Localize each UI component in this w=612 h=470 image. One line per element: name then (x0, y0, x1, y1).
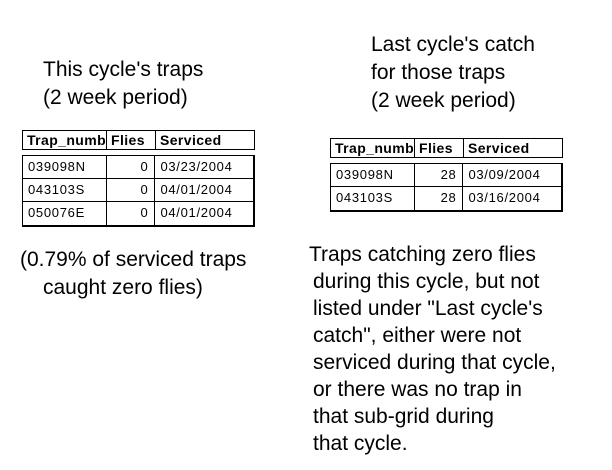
last-cycle-heading: Last cycle's catch for those traps (2 we… (371, 31, 535, 115)
explanation-line: or there was no trap in (313, 378, 522, 401)
column-header-trap-numb: Trap_numb (23, 131, 107, 149)
column-header-serviced: Serviced (160, 132, 222, 148)
zero-flies-percentage-line1: (0.79% of serviced traps (20, 248, 247, 271)
last-cycle-heading-line3: (2 week period) (371, 89, 516, 112)
trap-number-cell: 043103S (23, 179, 107, 201)
column-header-serviced: Serviced (468, 140, 530, 156)
this-cycle-table: Trap_numb Flies Serviced 039098N 0 03/23… (22, 130, 255, 227)
explanation-line: that sub-grid during (313, 405, 494, 428)
explanation-line: that cycle. (313, 432, 408, 455)
this-cycle-heading-line1: This cycle's traps (43, 58, 204, 81)
explanation-note: Traps catching zero flies during this cy… (309, 241, 556, 457)
trap-number-cell: 050076E (23, 202, 107, 225)
column-header-trap-numb: Trap_numb (331, 139, 415, 157)
explanation-line: catch", either were not (313, 324, 522, 347)
flies-cell: 0 (107, 156, 156, 178)
table-row: 043103S 28 03/16/2004 (331, 187, 561, 210)
this-cycle-heading-line2: (2 week period) (43, 86, 188, 109)
zero-flies-percentage-note: (0.79% of serviced traps caught zero fli… (20, 246, 246, 302)
table-row: 043103S 0 04/01/2004 (23, 179, 253, 202)
trap-number-cell: 043103S (331, 187, 415, 210)
explanation-line: listed under "Last cycle's (313, 297, 543, 320)
explanation-line: serviced during that cycle, (313, 351, 556, 374)
trap-number-cell: 039098N (331, 164, 415, 186)
last-cycle-table-header: Trap_numb Flies Serviced (330, 138, 563, 158)
last-cycle-heading-line2: for those traps (371, 61, 506, 84)
column-header-flies: Flies (415, 139, 464, 157)
last-cycle-heading-line1: Last cycle's catch (371, 33, 535, 56)
column-header-flies: Flies (107, 131, 156, 149)
explanation-line: during this cycle, but not (313, 270, 540, 293)
this-cycle-table-header: Trap_numb Flies Serviced (22, 130, 255, 150)
serviced-cell: 04/01/2004 (160, 205, 233, 220)
flies-cell: 0 (107, 202, 156, 225)
last-cycle-table: Trap_numb Flies Serviced 039098N 28 03/0… (330, 138, 563, 212)
last-cycle-table-body: 039098N 28 03/09/2004 043103S 28 03/16/2… (330, 163, 563, 212)
this-cycle-table-body: 039098N 0 03/23/2004 043103S 0 04/01/200… (22, 155, 255, 227)
table-row: 050076E 0 04/01/2004 (23, 202, 253, 225)
serviced-cell: 03/16/2004 (468, 190, 541, 205)
flies-cell: 28 (415, 187, 464, 210)
table-row: 039098N 28 03/09/2004 (331, 164, 561, 187)
serviced-cell: 03/23/2004 (160, 159, 233, 174)
explanation-line: Traps catching zero flies (309, 243, 536, 266)
flies-cell: 28 (415, 164, 464, 186)
serviced-cell: 04/01/2004 (160, 182, 233, 197)
trap-number-cell: 039098N (23, 156, 107, 178)
flies-cell: 0 (107, 179, 156, 201)
serviced-cell: 03/09/2004 (468, 167, 541, 182)
this-cycle-heading: This cycle's traps (2 week period) (43, 56, 203, 112)
table-row: 039098N 0 03/23/2004 (23, 156, 253, 179)
zero-flies-percentage-line2: caught zero flies) (43, 276, 203, 299)
